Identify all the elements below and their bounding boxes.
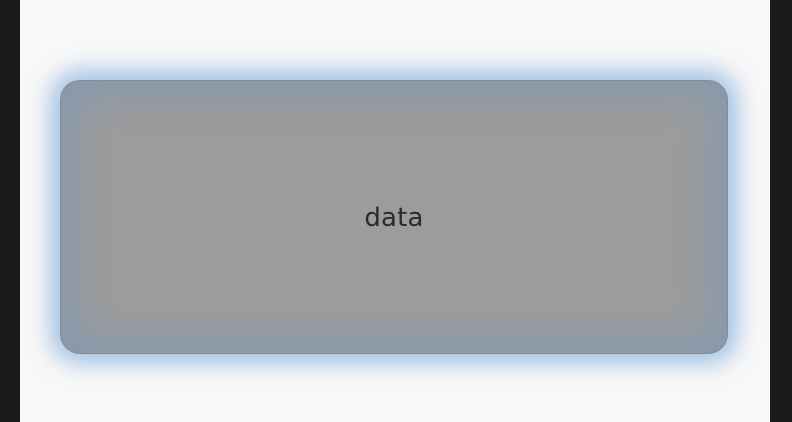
data-card-label: data [364,203,424,233]
page-viewport: data [20,0,770,422]
data-card[interactable]: data [60,80,728,354]
